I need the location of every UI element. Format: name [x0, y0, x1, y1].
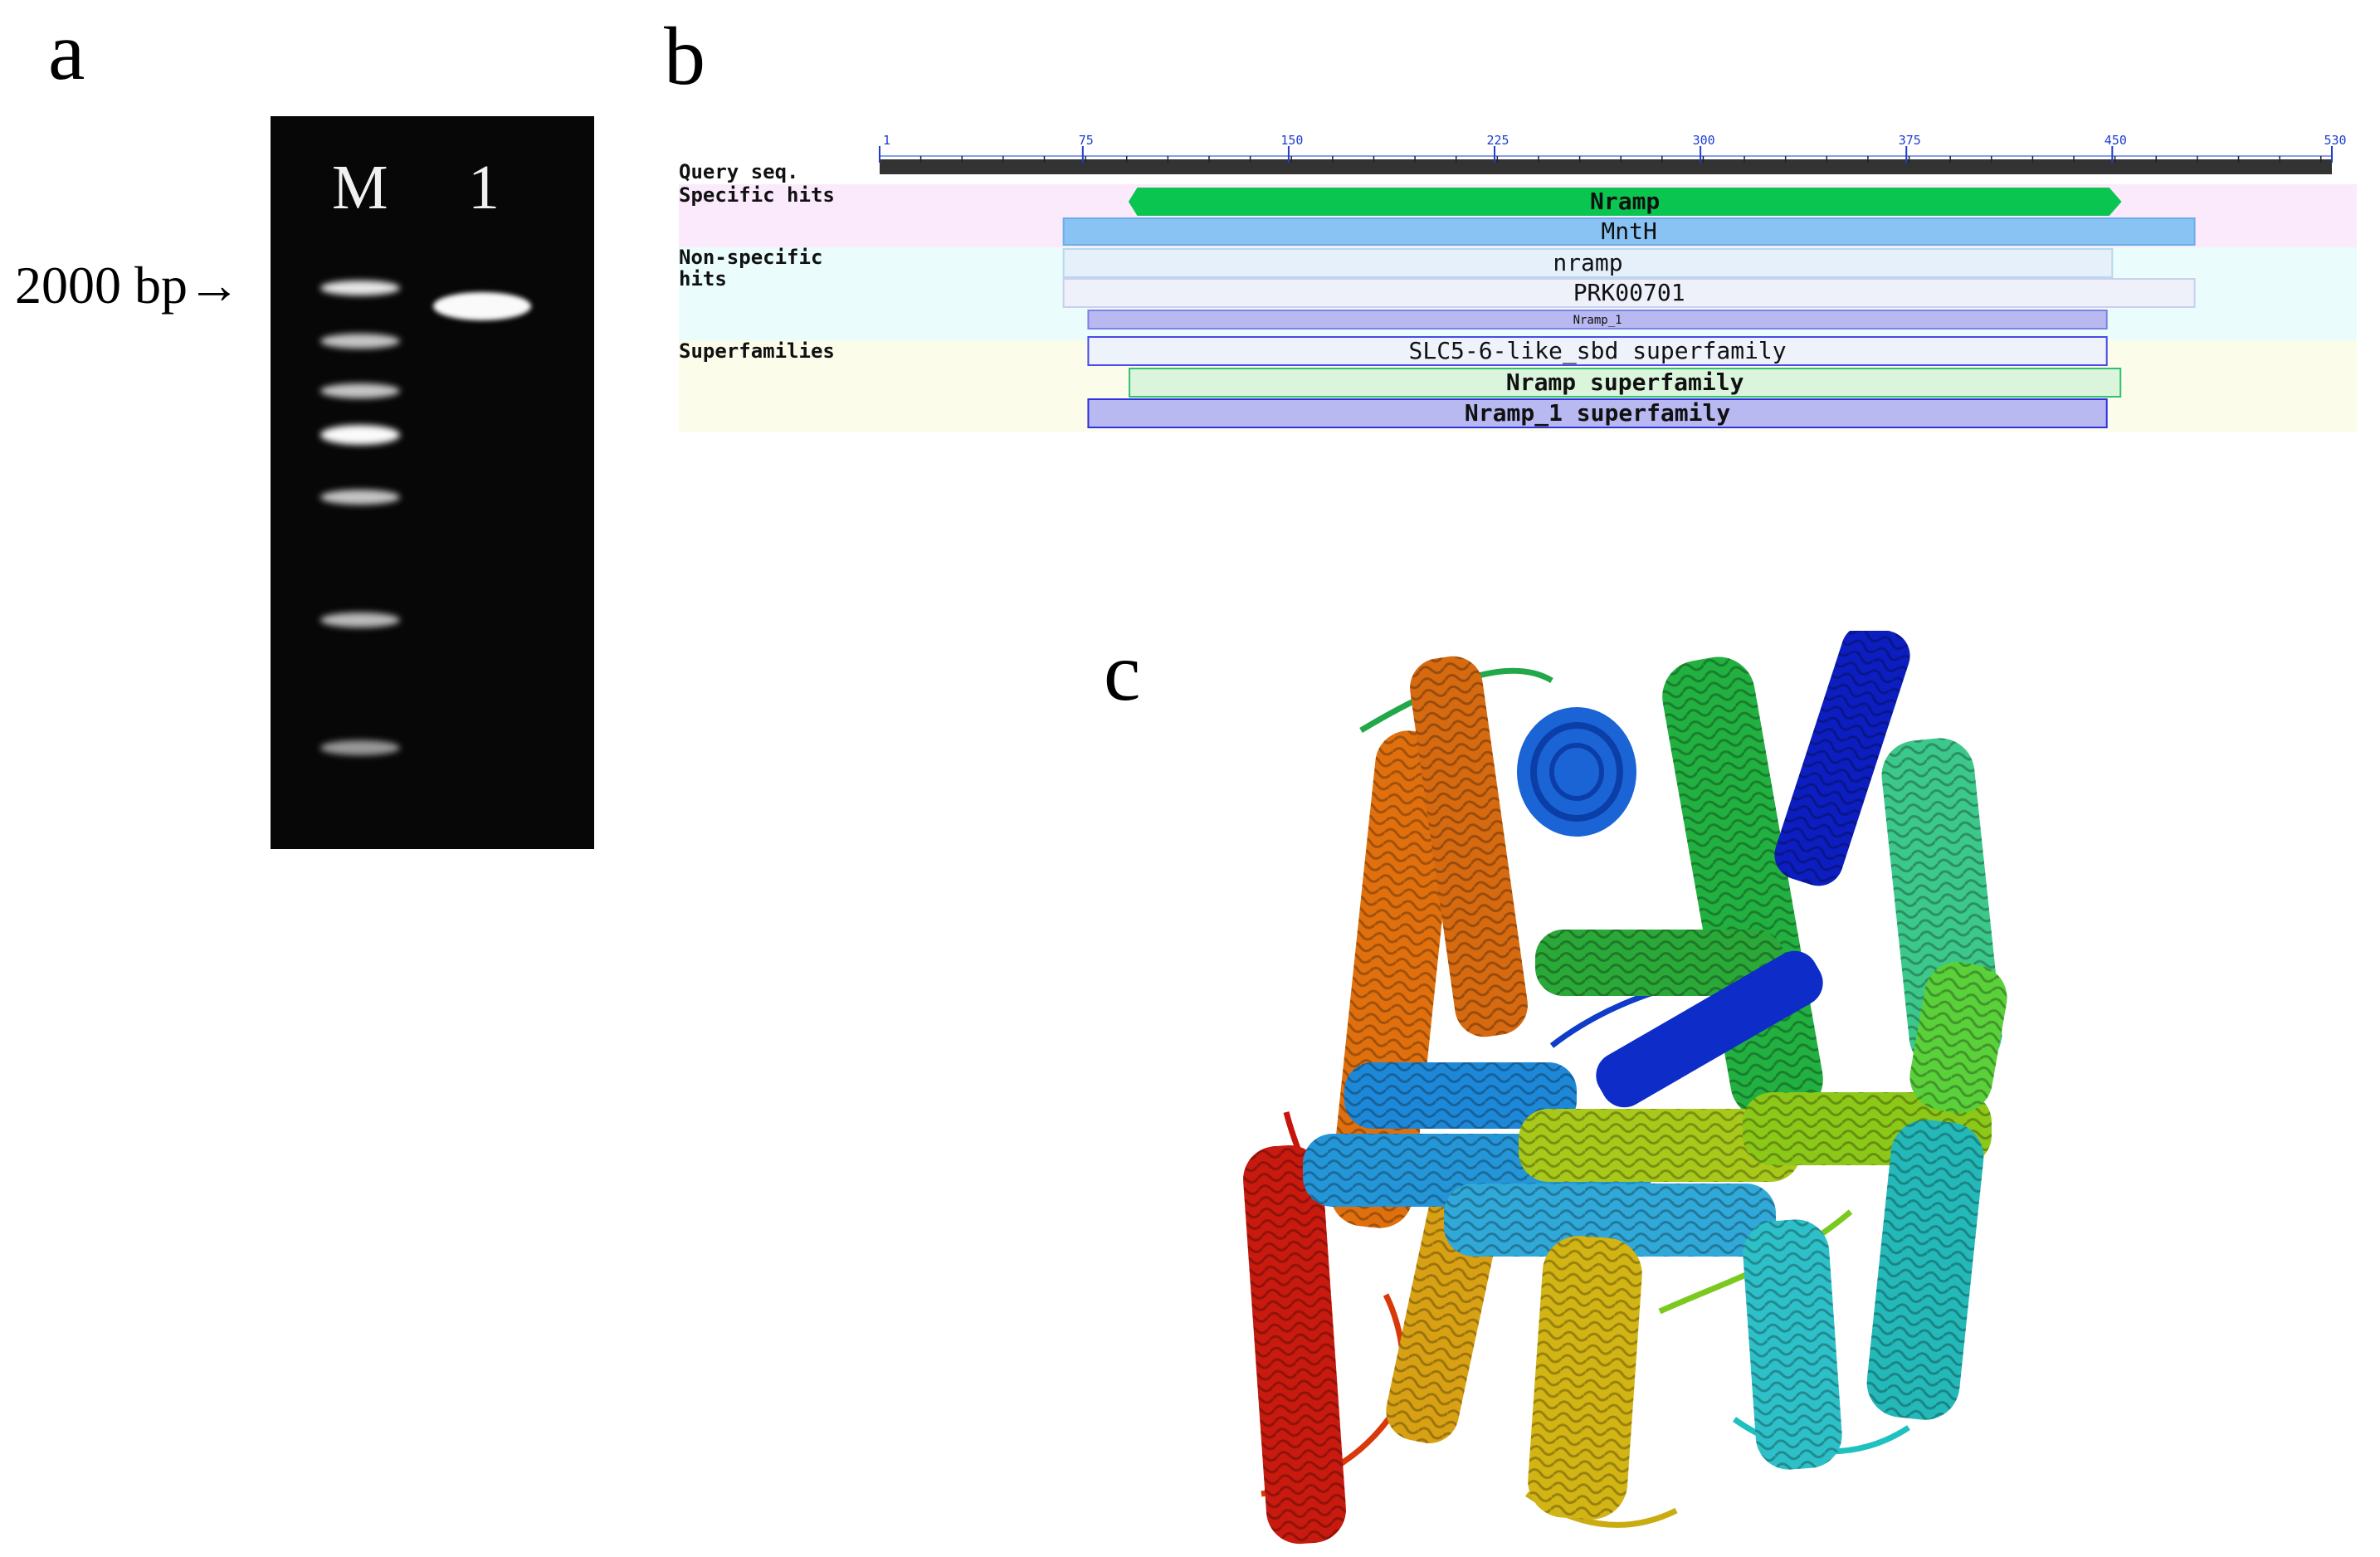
ladder-band	[320, 740, 400, 755]
conserved-domain-graphic: Query seq. Specific hits Non-specific hi…	[679, 133, 2357, 432]
ruler-tick-label: 75	[1079, 133, 1094, 148]
domain-hit-bar	[1062, 217, 2196, 246]
panel-c-letter: c	[1104, 626, 1141, 718]
helix	[1866, 1120, 1984, 1420]
helix	[1519, 1109, 1801, 1182]
ruler-tick-label: 375	[1899, 133, 1921, 148]
panel-b-letter: b	[664, 10, 705, 102]
domain-hit-bar	[1129, 368, 2122, 398]
panel-a-letter: a	[48, 5, 85, 97]
ladder-band	[320, 490, 400, 505]
protein-structure-model	[1243, 631, 2007, 1545]
helix	[1410, 656, 1528, 1037]
ruler-tick-label: 150	[1280, 133, 1303, 148]
domain-hit-bar	[1062, 278, 2196, 308]
domain-hit-label: nramp	[1553, 249, 1622, 276]
domain-hit-bar	[1062, 248, 2114, 278]
sequence-ruler: 1 75 150 225 300 375 450 530	[879, 133, 2347, 174]
row-label-query: Query seq.	[679, 160, 799, 183]
ladder-band	[320, 281, 400, 295]
sample-band	[433, 292, 531, 320]
ruler-tick-label: 225	[1486, 133, 1509, 148]
ladder-band	[320, 613, 400, 627]
lane-label-marker: M	[332, 153, 388, 222]
ladder-band	[320, 334, 400, 349]
ladder-band	[320, 383, 400, 398]
query-sequence-bar	[880, 159, 2332, 174]
ruler-tick-label: 300	[1693, 133, 1715, 148]
helix	[1535, 930, 1784, 996]
lane-label-sample: 1	[468, 153, 500, 222]
helix	[1344, 1062, 1577, 1129]
domain-hit-bar	[1087, 398, 2108, 428]
domain-hit-bar	[1128, 188, 2122, 216]
ruler-tick-label: 530	[2324, 133, 2346, 148]
helix	[1528, 1236, 1642, 1520]
helix	[1774, 631, 1910, 886]
domain-hit-label: Nramp_1	[1573, 314, 1622, 327]
domain-hit-bar	[1087, 310, 2108, 329]
row-label-nonspecific: Non-specific	[679, 246, 822, 269]
helix	[1909, 962, 2007, 1113]
row-label-nonspecific-2: hits	[679, 267, 727, 290]
marker-size-label: 2000 bp→	[15, 256, 241, 315]
gel-image: M 1	[271, 116, 594, 849]
helix	[1517, 707, 1636, 837]
domain-hit-bar	[1087, 336, 2108, 366]
domain-hit-label: SLC5-6-like_sbd superfamily	[1408, 337, 1786, 365]
row-label-specific: Specific hits	[679, 183, 835, 207]
domain-hit-label: Nramp_1 superfamily	[1465, 399, 1730, 427]
helix	[1596, 950, 1823, 1108]
ruler-tick-label: 1	[883, 133, 890, 148]
ruler-tick-label: 450	[2104, 133, 2127, 148]
row-label-superfamilies: Superfamilies	[679, 339, 835, 363]
domain-hit-label: Nramp superfamily	[1506, 369, 1744, 396]
helix	[1243, 1145, 1346, 1545]
helix	[1743, 1219, 1842, 1470]
domain-hit-label: MntH	[1601, 217, 1656, 245]
domain-hit-label: PRK00701	[1573, 279, 1685, 306]
helix	[1444, 1184, 1776, 1257]
domain-hit-label: Nramp	[1590, 188, 1660, 215]
ladder-band	[320, 425, 400, 445]
